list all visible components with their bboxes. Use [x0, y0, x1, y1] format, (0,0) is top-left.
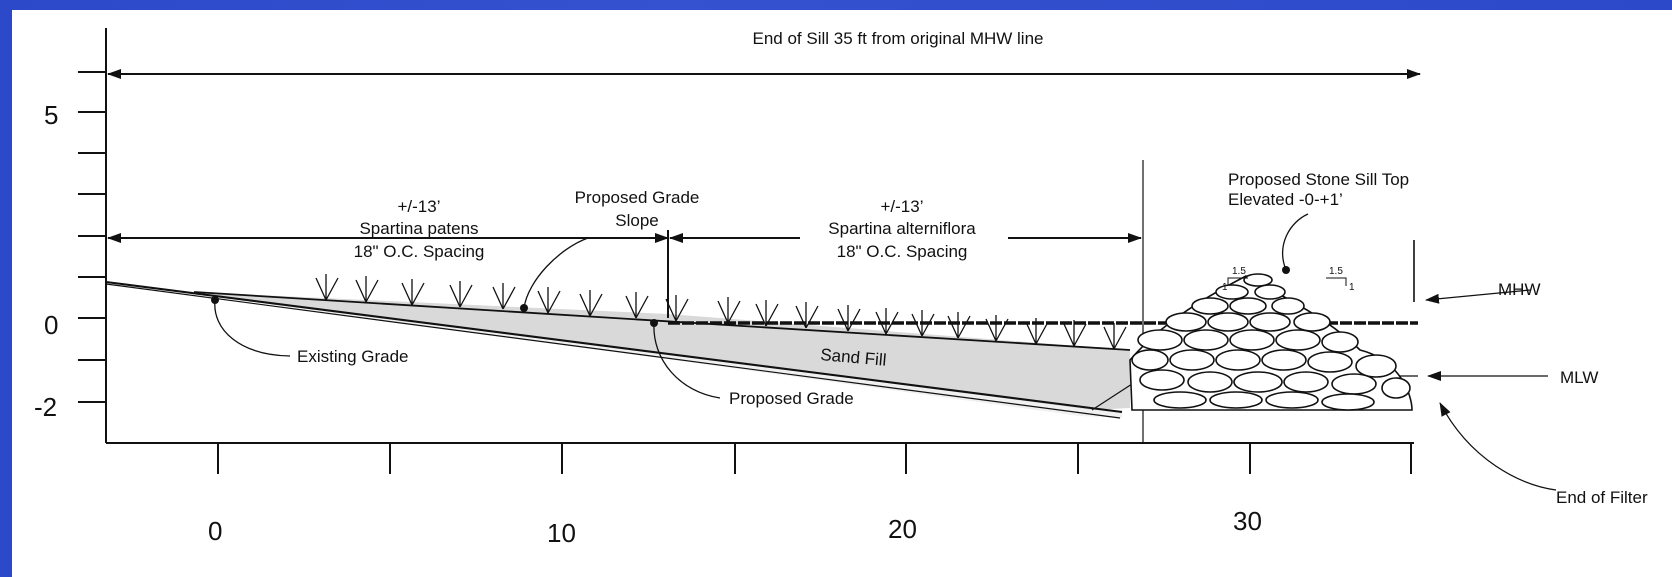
y-tick-label-0: 0	[44, 310, 58, 340]
right-zone-dimension: +/-13’ Spartina alterniflora 18" O.C. Sp…	[669, 197, 1142, 261]
mhw-label: MHW	[1498, 280, 1540, 299]
x-tick-label-0: 0	[208, 516, 222, 546]
left-zone-species: Spartina patens	[359, 219, 478, 238]
top-dimension-label: End of Sill 35 ft from original MHW line	[753, 29, 1044, 48]
sand-fill-area	[194, 292, 1130, 410]
y-axis: 5 0 -2	[34, 28, 107, 443]
x-tick-label-30: 30	[1233, 506, 1262, 536]
right-slope-run: 1.5	[1329, 266, 1343, 277]
y-tick-label-5: 5	[44, 100, 58, 130]
sill-slope-indicators	[1227, 277, 1347, 286]
mlw-label: MLW	[1560, 368, 1598, 387]
x-tick-label-10: 10	[547, 518, 576, 548]
leader-lines	[214, 213, 1557, 491]
top-dimension: End of Sill 35 ft from original MHW line	[107, 29, 1421, 79]
sill-top-label-line1: Proposed Stone Sill Top	[1228, 170, 1409, 189]
diagram-panel	[12, 10, 1672, 577]
right-zone-spacing: 18" O.C. Spacing	[837, 242, 968, 261]
left-slope-run: 1.5	[1232, 266, 1246, 277]
proposed-grade-label: Proposed Grade	[729, 389, 854, 408]
proposed-grade-slope-label-line2: Slope	[615, 211, 658, 230]
right-zone-species: Spartina alterniflora	[828, 219, 976, 238]
x-axis: 0 10 20 30	[106, 442, 1414, 548]
left-zone-spacing: 18" O.C. Spacing	[354, 242, 485, 261]
y-tick-label-minus2: -2	[34, 392, 57, 422]
existing-grade-label: Existing Grade	[297, 347, 409, 366]
proposed-grade-slope-label-line1: Proposed Grade	[575, 188, 700, 207]
grade-lines	[105, 281, 1133, 419]
right-zone-width: +/-13’	[881, 197, 924, 216]
left-zone-width: +/-13’	[398, 197, 441, 216]
stone-sill	[1129, 273, 1413, 411]
right-slope-rise: 1	[1349, 282, 1355, 293]
sill-top-label-line2: Elevated -0-+1’	[1228, 190, 1343, 209]
left-zone-dimension: +/-13’ Spartina patens 18" O.C. Spacing	[107, 197, 669, 318]
spartina-plants	[315, 274, 1127, 350]
left-slope-rise: 1	[1222, 282, 1228, 293]
x-tick-label-20: 20	[888, 514, 917, 544]
end-of-filter-label: End of Filter	[1556, 488, 1648, 507]
existing-grade-band	[106, 282, 1122, 418]
